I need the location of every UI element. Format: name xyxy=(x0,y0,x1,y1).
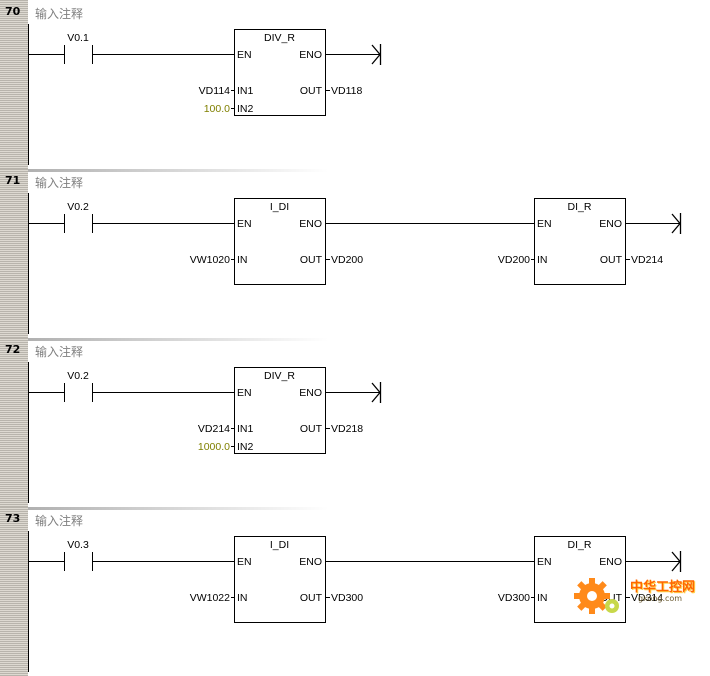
output-pin: OUT xyxy=(300,254,323,266)
network-number: 72 xyxy=(5,343,21,356)
output-operand[interactable]: VD214 xyxy=(631,254,663,266)
rung-diagram[interactable]: V0.1 DIV_R EN ENO VD114 IN1 100.0 IN2 OUT VD118 xyxy=(0,0,710,169)
output-pin: OUT xyxy=(300,423,323,435)
instruction-name: DIV_R xyxy=(264,370,295,382)
network-71[interactable]: 71 输入注释 V0.2 I_DI EN ENO VW1020 IN OUT VD200 DI_R E… xyxy=(0,169,710,338)
rung-end-arrow-icon xyxy=(371,382,382,403)
input-pin: IN xyxy=(237,254,248,266)
pin-eno: ENO xyxy=(299,218,322,230)
network-number: 71 xyxy=(5,174,21,187)
rung-diagram[interactable]: V0.2 DIV_R EN ENO VD214 IN1 1000.0 IN2 OUT VD218 xyxy=(0,338,710,507)
instruction-box[interactable]: DI_R EN ENO VD200 IN OUT VD214 xyxy=(498,198,663,285)
output-operand[interactable]: VD300 xyxy=(331,592,363,604)
input-operand[interactable]: 1000.0 xyxy=(198,441,230,453)
input-operand[interactable]: VW1020 xyxy=(190,254,230,266)
instruction-name: I_DI xyxy=(270,539,289,551)
output-operand[interactable]: VD118 xyxy=(331,85,362,97)
input-operand[interactable]: VD200 xyxy=(498,254,530,266)
output-operand[interactable]: VD218 xyxy=(331,423,363,435)
pin-en: EN xyxy=(237,387,252,399)
contact-address: V0.1 xyxy=(67,32,89,44)
network-comment[interactable]: 输入注释 xyxy=(35,514,84,528)
input-operand[interactable]: VD214 xyxy=(198,423,230,435)
input-operand[interactable]: VD114 xyxy=(199,85,230,97)
rung-diagram[interactable]: V0.3 I_DI EN ENO VW1022 IN OUT VD300 DI_R EN ENO VD… xyxy=(0,507,710,676)
pin-en: EN xyxy=(237,218,252,230)
network-72[interactable]: 72 输入注释 V0.2 DIV_R EN ENO VD214 IN1 1000.0 IN2 OUT… xyxy=(0,338,710,507)
output-operand[interactable]: VD200 xyxy=(331,254,363,266)
rung-end-arrow-icon xyxy=(671,213,682,234)
network-separator xyxy=(28,507,328,510)
contact[interactable]: V0.2 xyxy=(28,201,93,233)
instruction-name: DI_R xyxy=(568,539,592,551)
watermark: 中华工控网 gkong.com xyxy=(572,566,702,622)
network-gutter[interactable]: 70 xyxy=(0,0,28,169)
pin-eno: ENO xyxy=(599,556,622,568)
output-pin: OUT xyxy=(300,85,323,97)
input-operand[interactable]: 100.0 xyxy=(204,103,230,115)
input-pin: IN2 xyxy=(237,441,254,453)
network-gutter[interactable]: 71 xyxy=(0,169,28,338)
network-gutter[interactable]: 72 xyxy=(0,338,28,507)
instruction-box[interactable]: DIV_R EN ENO VD214 IN1 1000.0 IN2 OUT VD218 xyxy=(198,367,363,454)
input-pin: IN2 xyxy=(237,103,254,115)
instruction-name: DIV_R xyxy=(264,32,295,44)
watermark-domain: gkong.com xyxy=(638,594,683,603)
pin-eno: ENO xyxy=(299,387,322,399)
network-number: 73 xyxy=(5,512,21,525)
input-operand[interactable]: VW1022 xyxy=(190,592,230,604)
input-pin: IN xyxy=(537,592,548,604)
instruction-name: I_DI xyxy=(270,201,289,213)
network-separator xyxy=(28,338,328,341)
watermark-text: 中华工控网 xyxy=(630,580,696,595)
network-comment[interactable]: 输入注释 xyxy=(35,7,84,21)
pin-en: EN xyxy=(537,556,552,568)
rung-diagram[interactable]: V0.2 I_DI EN ENO VW1020 IN OUT VD200 DI_R EN ENO VD… xyxy=(0,169,710,338)
contact[interactable]: V0.1 xyxy=(28,32,93,64)
network-comment[interactable]: 输入注释 xyxy=(35,176,84,190)
network-number: 70 xyxy=(5,5,21,18)
instruction-box[interactable]: DIV_R EN ENO VD114 IN1 100.0 IN2 OUT VD118 xyxy=(199,29,363,116)
network-comment[interactable]: 输入注释 xyxy=(35,345,84,359)
pin-eno: ENO xyxy=(299,556,322,568)
contact-address: V0.2 xyxy=(67,370,89,382)
network-73[interactable]: 73 输入注释 V0.3 I_DI EN ENO VW1022 IN OUT VD300 DI_R E… xyxy=(0,507,710,676)
rung-end-arrow-icon xyxy=(671,551,682,572)
pin-en: EN xyxy=(537,218,552,230)
contact-address: V0.2 xyxy=(67,201,89,213)
gear-icon xyxy=(574,578,619,614)
input-pin: IN xyxy=(237,592,248,604)
input-pin: IN1 xyxy=(237,423,254,435)
output-pin: OUT xyxy=(600,254,623,266)
instruction-box[interactable]: I_DI EN ENO VW1020 IN OUT VD200 xyxy=(190,198,364,285)
contact[interactable]: V0.2 xyxy=(28,370,93,402)
instruction-box[interactable]: I_DI EN ENO VW1022 IN OUT VD300 xyxy=(190,536,364,623)
network-separator xyxy=(28,169,328,172)
input-pin: IN xyxy=(537,254,548,266)
pin-en: EN xyxy=(237,49,252,61)
instruction-name: DI_R xyxy=(568,201,592,213)
rung-end-arrow-icon xyxy=(371,44,382,65)
pin-en: EN xyxy=(237,556,252,568)
pin-eno: ENO xyxy=(599,218,622,230)
contact-address: V0.3 xyxy=(67,539,89,551)
output-pin: OUT xyxy=(300,592,323,604)
output-operand[interactable]: VD314 xyxy=(631,592,663,604)
pin-eno: ENO xyxy=(299,49,322,61)
input-operand[interactable]: VD300 xyxy=(498,592,530,604)
contact[interactable]: V0.3 xyxy=(28,539,93,571)
input-pin: IN1 xyxy=(237,85,254,97)
